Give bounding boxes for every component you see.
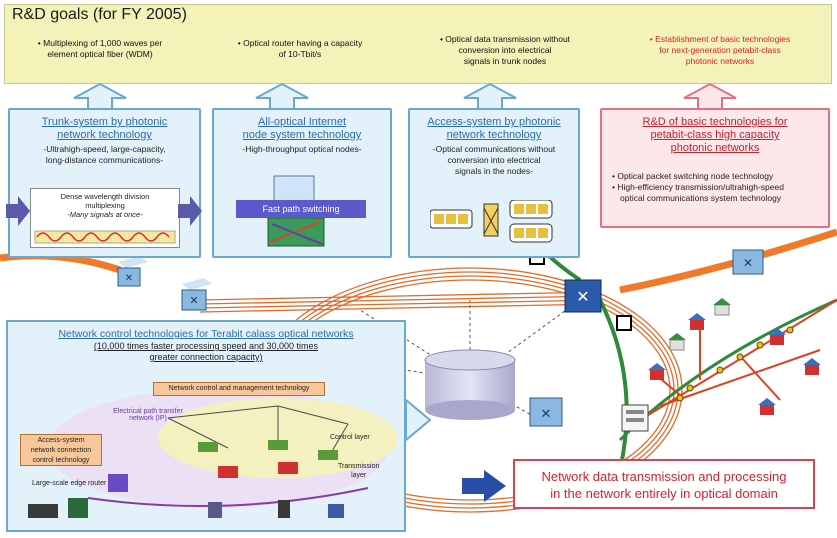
netctrl-sub-2: greater connection capacity) [149,352,263,362]
svg-text:✕: ✕ [541,406,552,421]
trunk-title-1: Trunk-system by photonic [41,116,168,128]
goal-trunk: • Optical data transmission without conv… [420,34,590,67]
orange-wave-right [619,228,837,294]
trunk-desc-1: -Ultrahigh-speed, large-capacity, [43,144,166,154]
access-control-label: Access-system network connection control… [20,434,102,466]
transmission-layer-label: Transmission layer [338,462,379,480]
basic-item-2: • High-efficiency transmission/ultrahigh… [612,182,784,192]
access-desc-1: -Optical communications without [432,144,556,154]
arrow-in-icon [6,196,30,226]
dwdm-panel: Dense wavelength division multiplexing -… [30,188,180,248]
goals-title: R&D goals (for FY 2005) [12,6,187,23]
access-desc-2: conversion into electrical [447,155,541,165]
goal-arrows [73,82,737,110]
optical-domain-box: Network data transmission and processing… [513,459,815,509]
network-control-box: Network control technologies for Terabit… [6,320,406,532]
goal-wdm: • Multiplexing of 1,000 waves per elemen… [20,38,180,60]
mgmt-label: Network control and management technolog… [153,382,325,396]
svg-text:✕: ✕ [189,295,198,307]
allopt-desc: -High-throughput optical nodes- [242,144,362,154]
basic-title-1: R&D of basic technologies for [642,116,788,128]
switch-cube-mid: ✕ [181,278,212,311]
goal-petabit: • Establishment of basic technologies fo… [630,34,810,67]
arrow-allopt [255,82,309,110]
arrow-access [463,82,517,110]
goal-trunk-line2: conversion into electrical [458,45,552,55]
goal-wdm-line1: • Multiplexing of 1,000 waves per [37,38,163,48]
netbox-pointer [405,397,432,443]
edge-devices-icon [28,498,344,518]
goal-trunk-line3: signals in trunk nodes [463,56,547,66]
node-marker-2 [616,315,632,331]
acc-label-3: control technology [32,457,90,464]
trunk-title-2: network technology [57,129,152,141]
switch-cube-center: ✕ [564,279,602,313]
optical-line-1: Network data transmission and processing [541,469,787,484]
goal-router-line2: of 10-Tbit/s [278,49,322,59]
arrow-trunk [73,82,127,110]
acc-label-1: Access-system [37,437,85,444]
access-system-box: Access-system by photonic network techno… [408,108,580,258]
layer-diagram [48,388,398,508]
goal-wdm-line2: element optical fiber (WDM) [47,49,153,59]
basic-title-3: photonic networks [670,142,760,154]
svg-text:✕: ✕ [576,289,589,306]
switch-cube-right: ✕ [732,249,764,275]
trunk-system-box: Trunk-system by photonic network technol… [6,108,202,258]
access-title-1: Access-system by photonic [427,116,561,128]
access-title-2: network technology [446,129,542,141]
trunk-desc-2: long-distance communications- [45,155,164,165]
netctrl-sub-1: (10,000 times faster processing speed an… [93,341,319,351]
elec-label-1: Electrical path transfer [113,408,183,415]
office-building [621,404,649,432]
allopt-title-2: node system technology [242,129,362,141]
access-nodes [676,326,794,402]
switch-cube-bottom: ✕ [529,397,563,427]
goals-banner [4,4,832,84]
control-layer-label: Control layer [330,434,370,441]
goal-petabit-line1: • Establishment of basic technologies [649,34,791,44]
optical-domain-text: Network data transmission and processing… [515,468,813,502]
svg-text:✕: ✕ [743,256,753,270]
goal-router-line1: • Optical router having a capacity [237,38,363,48]
svg-text:✕: ✕ [125,273,133,284]
access-node-icon [430,200,553,243]
fast-path-label: Fast path switching [236,200,366,218]
goal-router: • Optical router having a capacity of 10… [220,38,380,60]
goal-trunk-line1: • Optical data transmission without [439,34,571,44]
all-optical-box: All-optical Internet node system technol… [212,108,392,258]
dwdm-label-3: -Many signals at once- [67,210,143,219]
houses [648,298,821,415]
goal-petabit-line3: photonic networks [685,56,755,66]
optical-arrow [462,470,506,502]
arrow-out-icon [178,196,202,226]
elec-label: Electrical path transfer network (IP) [98,408,198,422]
optical-line-2: in the network entirely in optical domai… [550,486,778,501]
basic-technologies-box: R&D of basic technologies for petabit-cl… [600,108,830,228]
switch-cube-left: ✕ [117,256,148,287]
green-fiber-2 [598,299,629,471]
dwdm-label-1: Dense wavelength division [60,192,150,201]
netctrl-title: Network control technologies for Terabit… [58,328,354,340]
trans-label-1: Transmission [338,463,380,470]
trans-label-2: layer [351,472,367,479]
basic-title-2: petabit-class high capacity [650,129,780,141]
elec-label-2: network (IP) [129,415,167,422]
wave-signal-icon [34,230,176,244]
arrow-basic [683,82,737,110]
basic-item-3: optical communications system technology [620,193,782,203]
acc-label-2: network connection [30,447,92,454]
goal-petabit-line2: for next-generation petabit-class [659,45,781,55]
access-desc-3: signals in the nodes- [455,166,533,176]
basic-item-1: • Optical packet switching node technolo… [612,171,774,181]
dwdm-label-2: multiplexing [85,201,125,210]
edge-router-label: Large-scale edge router [32,480,107,487]
database-cylinder [424,349,516,420]
allopt-title-1: All-optical Internet [257,116,347,128]
